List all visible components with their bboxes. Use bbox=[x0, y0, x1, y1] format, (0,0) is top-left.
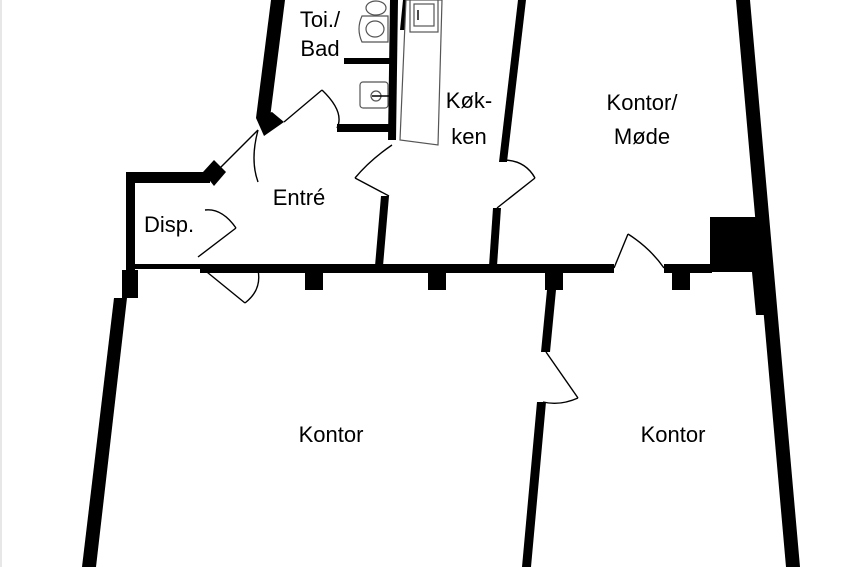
room-label-kitchen-line1: Køk- bbox=[446, 88, 492, 113]
room-label-kitchen-line2: ken bbox=[451, 124, 486, 149]
door-toilet bbox=[283, 89, 340, 129]
outer-walls bbox=[82, 0, 800, 567]
room-label-meeting-line1: Kontor/ bbox=[607, 90, 679, 115]
door-meeting bbox=[613, 233, 665, 269]
door-storage bbox=[197, 209, 237, 258]
toilet-icon bbox=[359, 81, 392, 109]
door-kitchen bbox=[354, 144, 393, 197]
bathroom-fixtures bbox=[358, 0, 443, 146]
room-label-meeting-line2: Møde bbox=[614, 124, 670, 149]
room-label-storage: Disp. bbox=[144, 212, 194, 237]
room-label-entrance: Entré bbox=[273, 185, 326, 210]
door-main-entrance bbox=[201, 267, 260, 304]
interior-walls bbox=[132, 0, 712, 567]
room-label-office-right: Kontor bbox=[641, 422, 706, 447]
kitchen-counter bbox=[399, 0, 443, 146]
room-label-toilet-line1: Toi./ bbox=[300, 7, 341, 32]
room-label-office-left: Kontor bbox=[299, 422, 364, 447]
doors bbox=[197, 89, 665, 405]
room-labels: Toi./ Bad Køk- ken Kontor/ Møde Entré Di… bbox=[144, 7, 705, 447]
door-entrance-left bbox=[209, 129, 259, 183]
door-offices bbox=[542, 351, 579, 405]
sink-icon bbox=[358, 15, 389, 43]
room-label-toilet-line2: Bad bbox=[300, 36, 339, 61]
door-kitchen-office bbox=[496, 159, 536, 209]
sink-icon bbox=[365, 0, 387, 16]
